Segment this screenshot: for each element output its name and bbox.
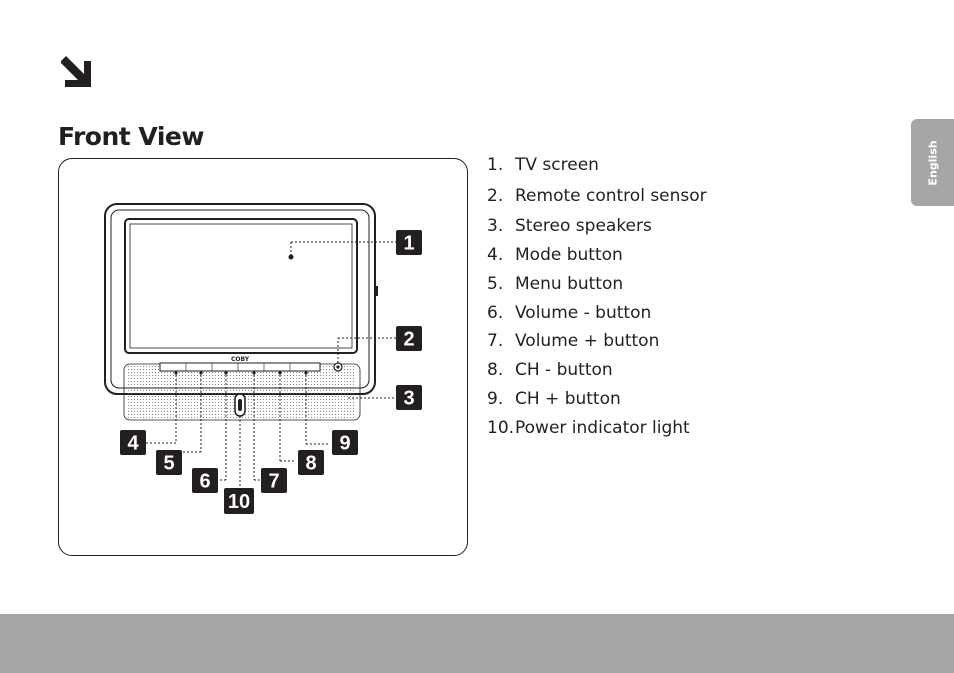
callout-number: 10 [228, 491, 250, 513]
callout-number: 6 [199, 471, 210, 493]
list-item: 10.Power indicator light [487, 418, 690, 438]
list-item: 2.Remote control sensor [487, 186, 707, 206]
tv-illustration: COBY [104, 203, 422, 514]
list-item: 6.Volume - button [487, 303, 652, 323]
callout-badge: 5 [156, 450, 182, 475]
footer-band [0, 614, 954, 673]
list-item: 3.Stereo speakers [487, 216, 652, 236]
language-label: English [926, 139, 939, 186]
callout-badge: 7 [261, 468, 287, 493]
list-item: 1.TV screen [487, 155, 599, 175]
callout-badge: 6 [192, 468, 218, 493]
callout-number: 9 [339, 433, 350, 455]
callout-number: 7 [268, 471, 279, 493]
callout-number: 5 [163, 453, 174, 475]
callout-number: 8 [305, 453, 316, 475]
list-item: 5.Menu button [487, 274, 624, 294]
callout-number: 1 [403, 233, 414, 255]
list-item: 4.Mode button [487, 245, 623, 265]
callout-badge: 1 [396, 230, 422, 255]
callout-number: 3 [403, 388, 414, 410]
callout-number: 2 [403, 329, 414, 351]
brand-label: COBY [231, 356, 250, 363]
language-tab: English [911, 119, 954, 206]
callout-badge: 8 [298, 450, 324, 475]
front-view-figure: COBY [58, 158, 468, 556]
callout-badge: 2 [396, 326, 422, 351]
list-item: 8.CH - button [487, 360, 613, 380]
page-title: Front View [58, 122, 204, 151]
callout-badge: 10 [224, 488, 254, 514]
callout-badge: 9 [332, 430, 358, 455]
list-item: 9.CH + button [487, 389, 621, 409]
arrow-down-right-icon [61, 56, 91, 87]
callout-number: 4 [127, 433, 139, 455]
list-item: 7.Volume + button [487, 331, 660, 351]
callout-badge: 4 [120, 430, 146, 455]
callout-badge: 3 [396, 385, 422, 410]
